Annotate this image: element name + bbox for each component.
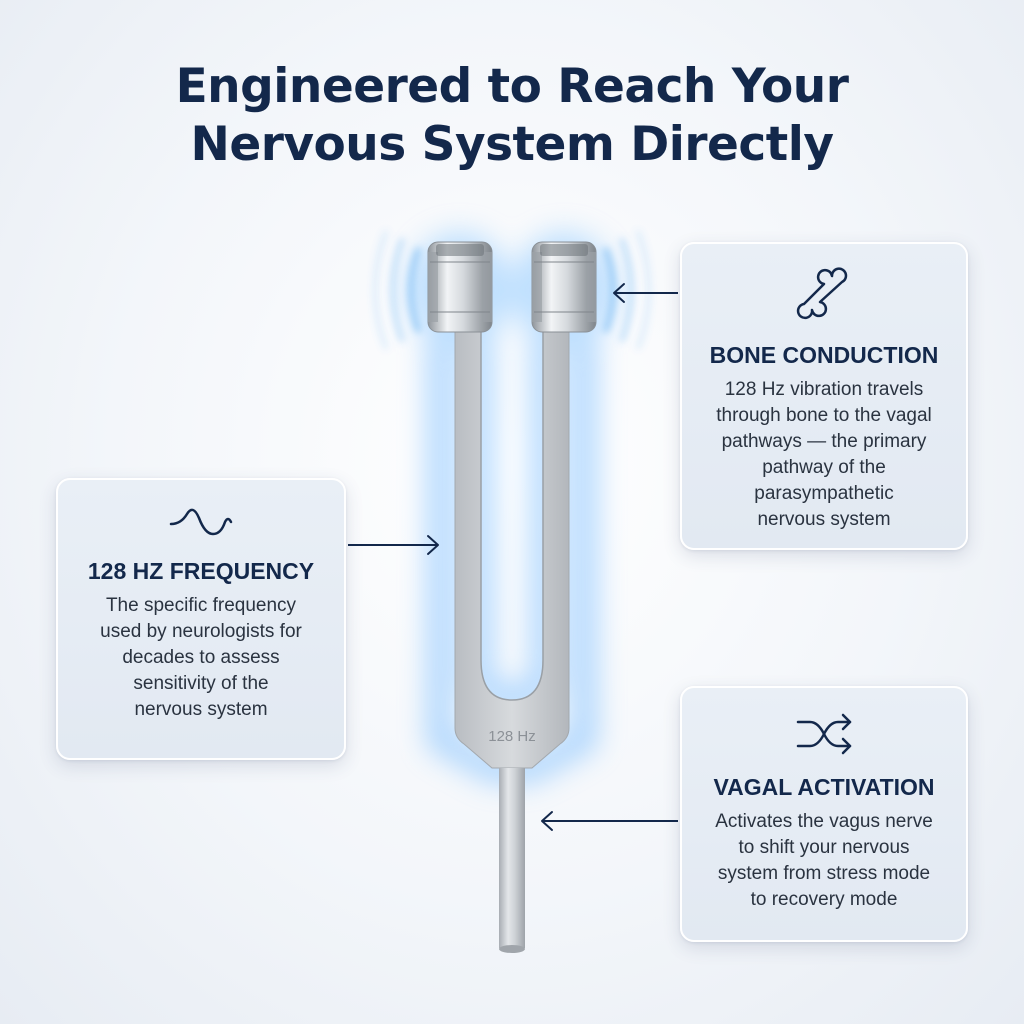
wave-icon — [169, 508, 233, 536]
headline-line-1: Engineered to Reach Your — [175, 59, 849, 114]
fork-handle — [499, 768, 525, 948]
card-vagal-activation: VAGAL ACTIVATION Activates the vagus ner… — [680, 686, 968, 942]
card-bone-conduction-body: 128 Hz vibration travels through bone to… — [716, 379, 932, 530]
arrow-to-fork-head — [613, 283, 678, 303]
arrow-to-fork-tine — [348, 535, 439, 555]
card-frequency-title: 128 HZ FREQUENCY — [87, 558, 315, 584]
fork-head-left — [427, 241, 493, 333]
card-frequency: 128 HZ FREQUENCY The specific frequency … — [56, 478, 346, 760]
vibration-waves-left — [373, 230, 421, 350]
fork-head-right — [531, 241, 597, 333]
card-bone-conduction: BONE CONDUCTION 128 Hz vibration travels… — [680, 242, 968, 550]
arrow-to-fork-handle — [541, 811, 678, 831]
card-vagal-activation-body: Activates the vagus nerve to shift your … — [715, 811, 933, 910]
fork-body — [454, 321, 570, 769]
card-vagal-activation-title: VAGAL ACTIVATION — [713, 774, 935, 800]
headline: Engineered to Reach Your Nervous System … — [0, 58, 1024, 174]
card-bone-conduction-title: BONE CONDUCTION — [709, 342, 939, 368]
fork-engraving: 128 Hz — [488, 728, 536, 745]
card-frequency-body: The specific frequency used by neurologi… — [100, 595, 302, 720]
bone-icon — [796, 267, 848, 320]
shuffle-icon — [796, 713, 852, 755]
headline-line-2: Nervous System Directly — [190, 117, 834, 172]
vibration-waves-right — [603, 230, 651, 350]
